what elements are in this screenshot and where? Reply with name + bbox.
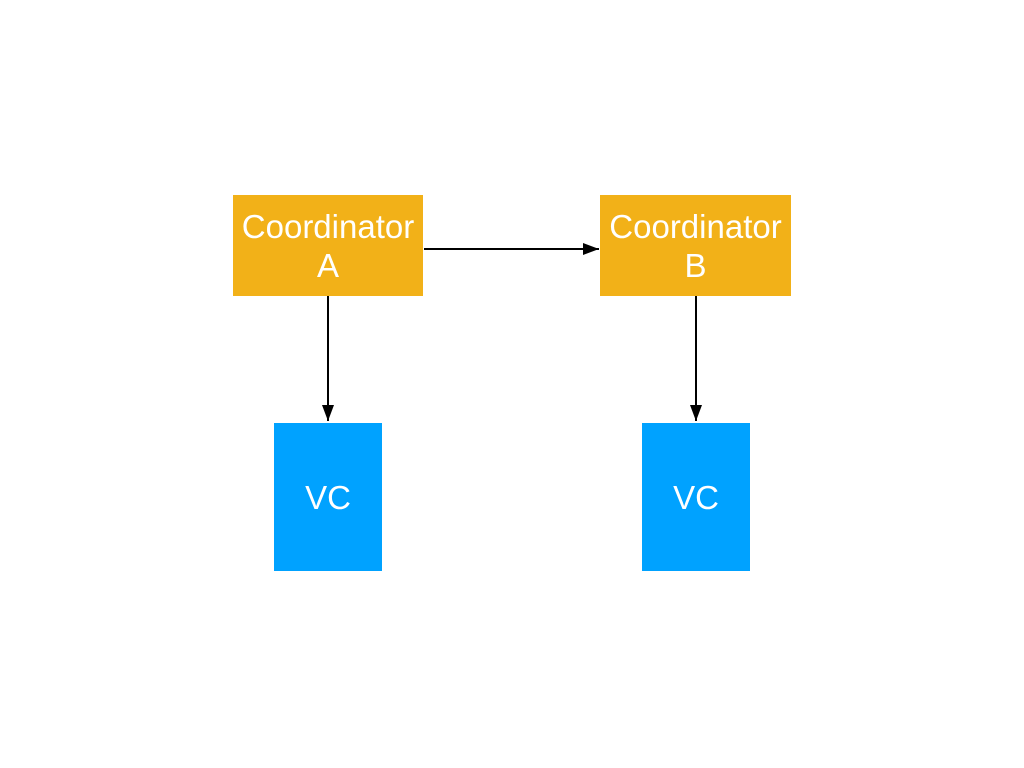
- node-coordinator-b-sublabel: B: [684, 246, 707, 284]
- node-coordinator-a-sublabel: A: [316, 246, 339, 284]
- node-vc-right-label: VC: [673, 478, 719, 516]
- node-vc-right: VC: [642, 423, 750, 571]
- node-coordinator-b-label: Coordinator: [609, 207, 782, 245]
- node-coordinator-a: Coordinator A: [233, 195, 423, 296]
- node-vc-left-label: VC: [305, 478, 351, 516]
- node-coordinator-a-label: Coordinator: [241, 207, 415, 245]
- node-coordinator-b: Coordinator B: [600, 195, 791, 296]
- node-vc-left: VC: [274, 423, 382, 571]
